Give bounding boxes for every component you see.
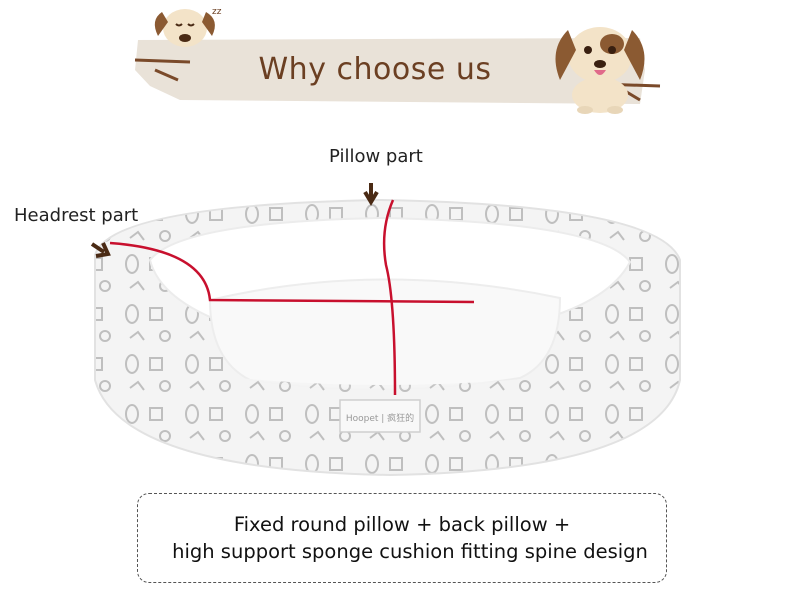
sleeping-dog-icon: zz — [154, 7, 222, 47]
description-line-1: Fixed round pillow + back pillow + — [233, 513, 571, 536]
brand-tag — [339, 399, 421, 433]
page-title: Why choose us — [258, 52, 492, 87]
headrest-arrow-icon — [90, 242, 111, 258]
banner-graphic: zz — [134, 7, 661, 114]
headrest-part-label: Headrest part — [14, 205, 139, 226]
title-board — [135, 38, 645, 104]
pillow-marker-line — [382, 199, 397, 396]
pet-bed-image: Hoopet | 疯狂的 — [90, 183, 681, 477]
description-line-2: high support sponge cushion fitting spin… — [172, 540, 648, 563]
dog-mascot-icon — [555, 27, 645, 114]
headrest-marker-line — [109, 241, 475, 304]
svg-text:zz: zz — [212, 7, 222, 17]
pillow-part-label: Pillow part — [329, 146, 423, 167]
bed-cushion — [208, 278, 562, 391]
description-box — [137, 493, 667, 583]
pillow-arrow-icon — [363, 183, 379, 206]
branch-left — [134, 58, 191, 82]
brand-tag-text: Hoopet | 疯狂的 — [346, 412, 414, 424]
